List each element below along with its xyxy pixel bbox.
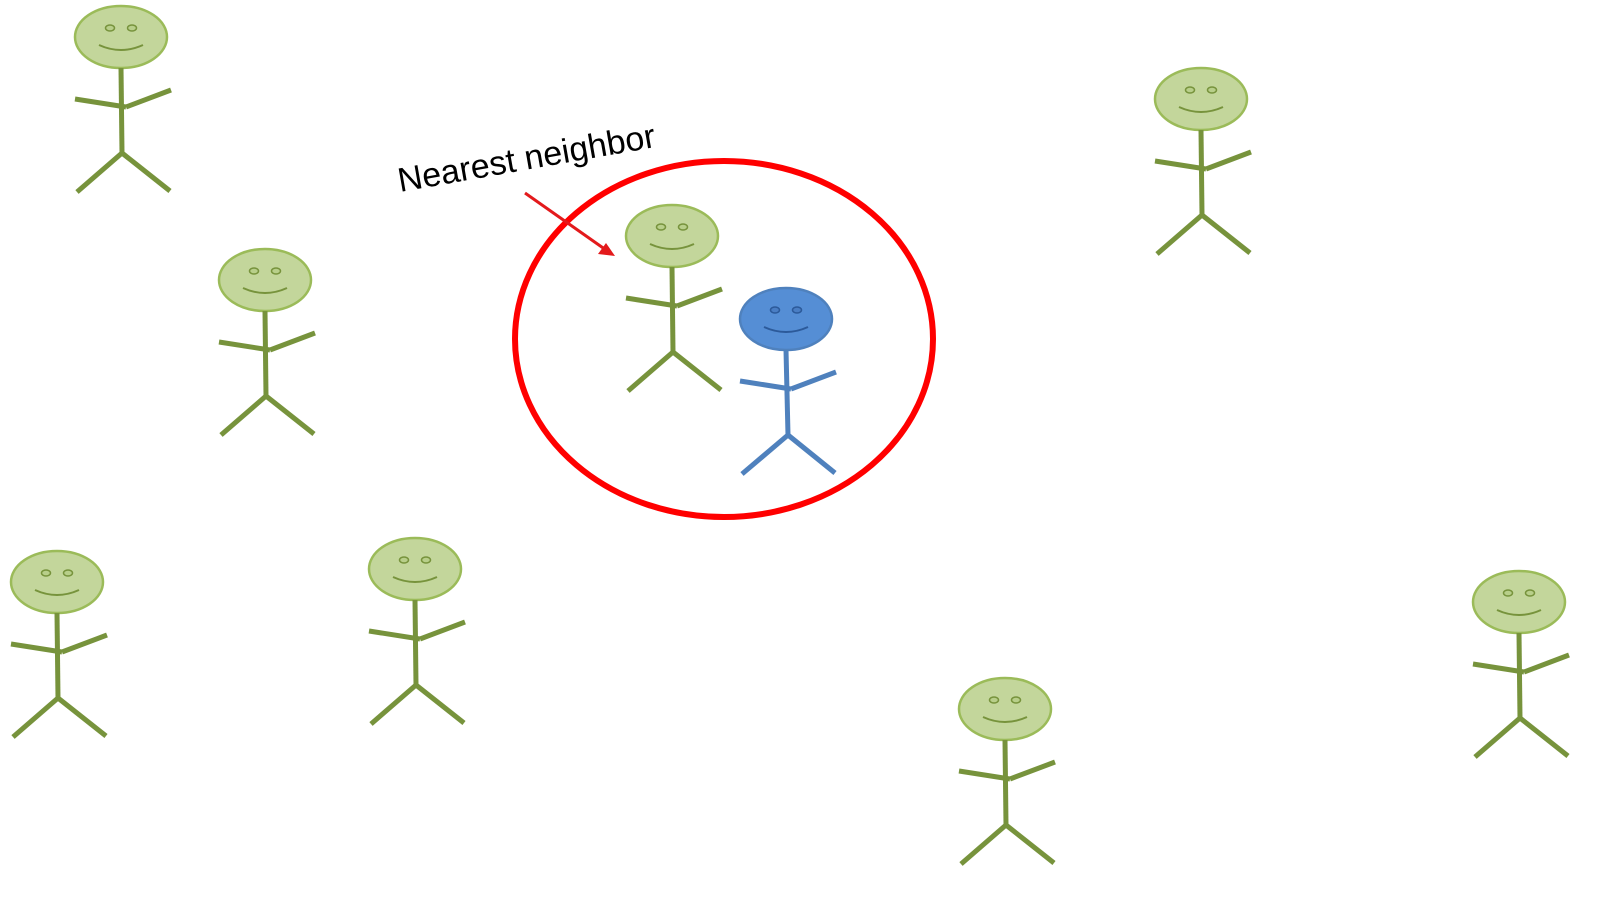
person-icon: [959, 678, 1055, 864]
nearest-neighbor-person-icon: [626, 205, 722, 391]
person-icon: [219, 249, 315, 435]
person-icon: [75, 6, 171, 192]
person-icon: [11, 551, 107, 737]
arrow-icon: [524, 191, 615, 256]
highlight-circle-icon: [512, 158, 936, 520]
person-icon: [1155, 68, 1251, 254]
person-icon: [369, 538, 465, 724]
query-person-icon: [740, 288, 836, 474]
person-icon: [1473, 571, 1569, 757]
